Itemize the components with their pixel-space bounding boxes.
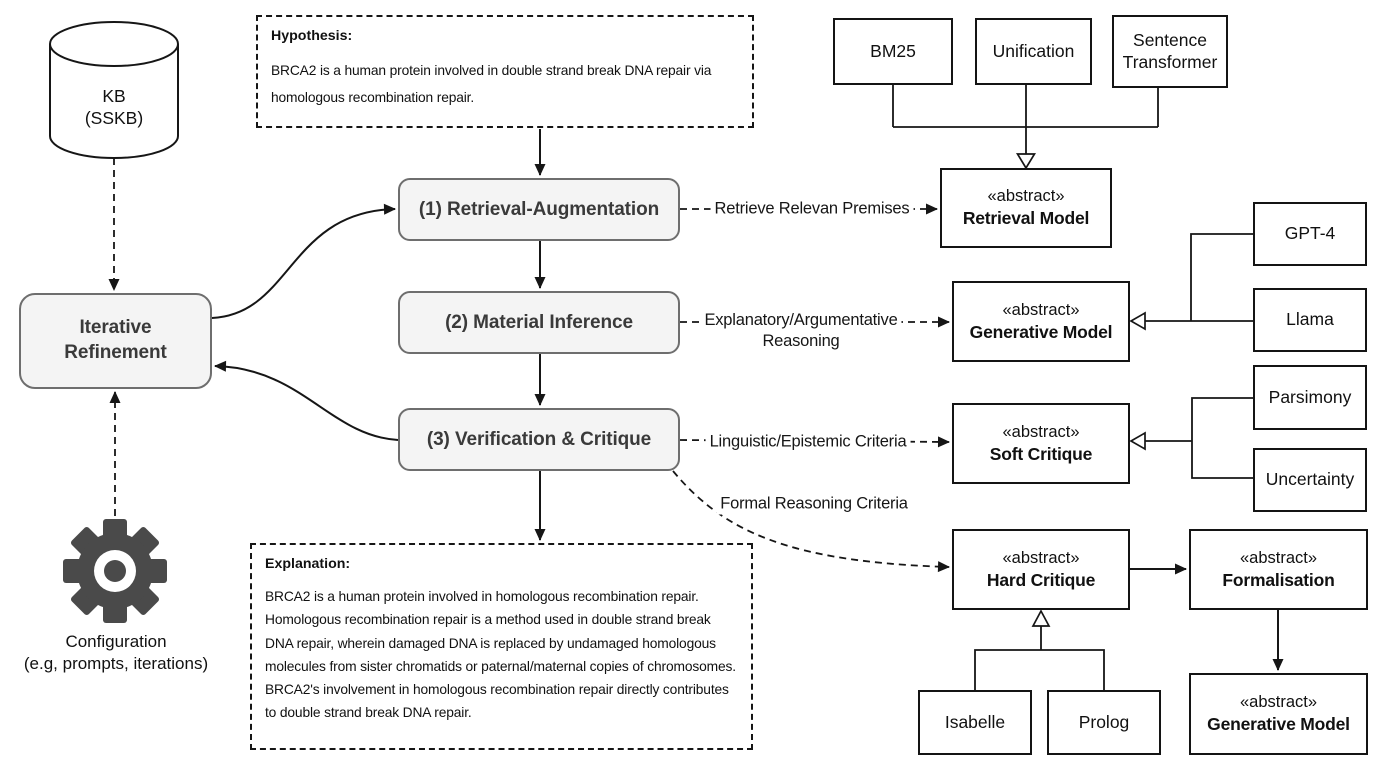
- edge-refinement-to-step1: [211, 203, 396, 319]
- tool-bm25: BM25: [833, 18, 953, 85]
- explanation-box: Explanation: BRCA2 is a human protein in…: [250, 543, 753, 750]
- tool-unification: Unification: [975, 18, 1092, 85]
- uml-generative-model-2: «abstract» Generative Model: [1189, 673, 1368, 755]
- uml-class-name: Hard Critique: [986, 569, 1096, 590]
- gear-icon: [63, 519, 167, 623]
- configuration-caption: Configuration (e.g, prompts, iterations): [23, 632, 209, 673]
- uml-stereotype: «abstract»: [1239, 548, 1318, 567]
- uml-class-name: Soft Critique: [989, 443, 1093, 464]
- tool-prolog: Prolog: [1047, 690, 1161, 755]
- uml-stereotype: «abstract»: [1002, 300, 1080, 319]
- uml-stereotype: «abstract»: [1239, 693, 1318, 712]
- tool-llama: Llama: [1253, 288, 1367, 352]
- uml-retrieval-model: «abstract» Retrieval Model: [940, 168, 1112, 248]
- uml-stereotype: «abstract»: [1002, 422, 1080, 441]
- tool-gpt4: GPT-4: [1253, 202, 1367, 266]
- triangle-into-hard-critique: [1031, 609, 1051, 627]
- kb-database-icon: [49, 21, 179, 159]
- hypothesis-box: Hypothesis: BRCA2 is a human protein inv…: [256, 15, 754, 128]
- uml-soft-critique: «abstract» Soft Critique: [952, 403, 1130, 484]
- bracket-softcritique-tools: [1145, 397, 1253, 479]
- kb-label: KB (SSKB): [84, 86, 144, 128]
- uml-formalisation: «abstract» Formalisation: [1189, 529, 1368, 610]
- hypothesis-body: BRCA2 is a human protein involved in dou…: [271, 63, 712, 105]
- tool-sentence-transformer: Sentence Transformer: [1112, 15, 1228, 88]
- edge-label-explanatory-reasoning: Explanatory/Argumentative Reasoning: [700, 310, 902, 352]
- tool-uncertainty: Uncertainty: [1253, 448, 1367, 512]
- explanation-title: Explanation:: [265, 556, 351, 572]
- explanation-body: BRCA2 is a human protein involved in hom…: [265, 589, 736, 721]
- uml-class-name: Retrieval Model: [962, 208, 1090, 229]
- edge-step3-to-refinement: [214, 360, 399, 441]
- iterative-refinement-box: Iterative Refinement: [19, 293, 212, 389]
- edge-label-formal-criteria: Formal Reasoning Criteria: [716, 493, 912, 515]
- hypothesis-title: Hypothesis:: [271, 28, 353, 44]
- uml-stereotype: «abstract»: [1002, 548, 1080, 567]
- uml-hard-critique: «abstract» Hard Critique: [952, 529, 1130, 610]
- uml-stereotype: «abstract»: [987, 187, 1065, 206]
- edge-label-retrieve-premises: Retrieve Relevan Premises: [710, 198, 914, 220]
- step3-verification-critique: (3) Verification & Critique: [398, 408, 680, 471]
- bracket-generative-tools: [1145, 233, 1253, 322]
- uml-class-name: Generative Model: [1207, 714, 1350, 735]
- edge-step3-to-hard-critique: [672, 470, 950, 573]
- triangle-into-generative-model: [1129, 311, 1146, 331]
- uml-class-name: Formalisation: [1222, 569, 1335, 590]
- triangle-into-soft-critique: [1129, 431, 1146, 451]
- step2-material-inference: (2) Material Inference: [398, 291, 680, 354]
- tool-isabelle: Isabelle: [918, 690, 1032, 755]
- bracket-retrieval-tools: [892, 85, 1159, 154]
- edge-label-linguistic-criteria: Linguistic/Epistemic Criteria: [705, 431, 911, 453]
- triangle-into-retrieval-model: [1015, 153, 1037, 170]
- bracket-hardcritique-tools: [974, 626, 1105, 690]
- tool-parsimony: Parsimony: [1253, 365, 1367, 430]
- uml-generative-model: «abstract» Generative Model: [952, 281, 1130, 362]
- step1-retrieval-augmentation: (1) Retrieval-Augmentation: [398, 178, 680, 241]
- uml-class-name: Generative Model: [969, 321, 1113, 342]
